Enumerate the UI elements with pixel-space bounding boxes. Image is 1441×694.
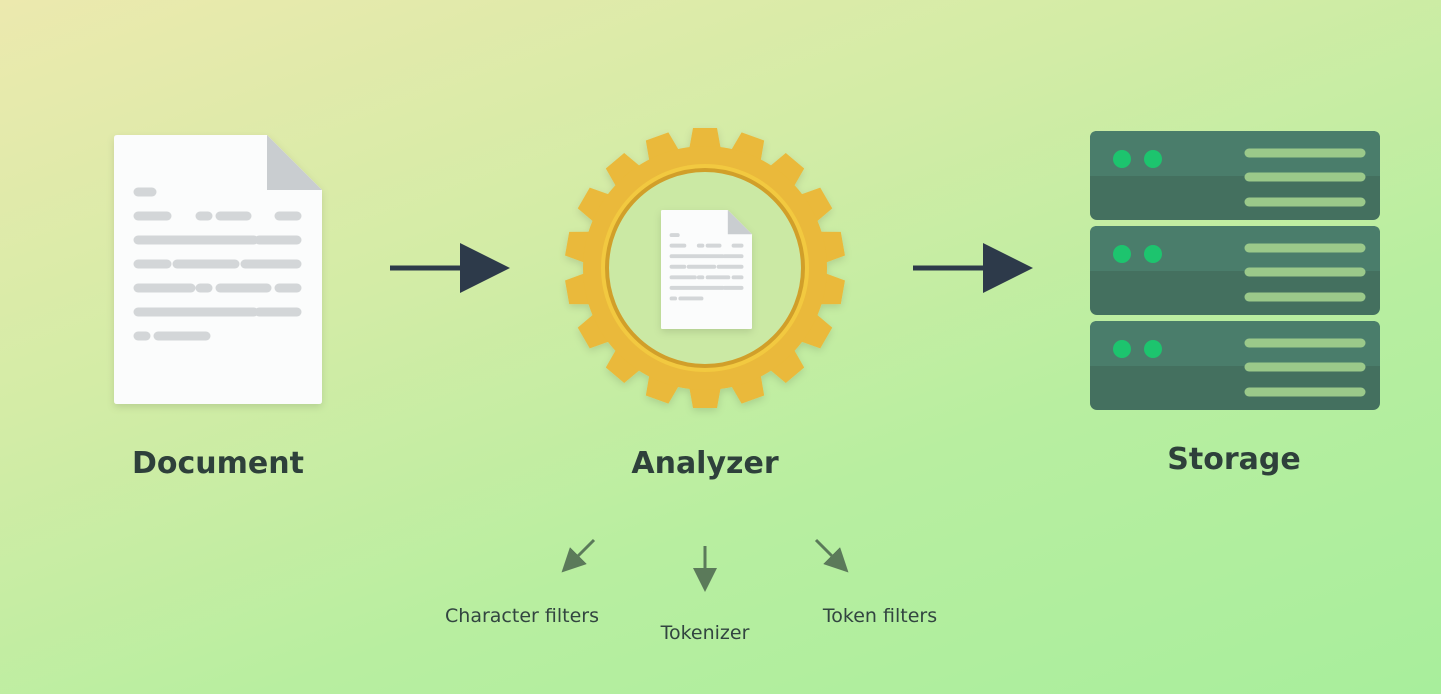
status-led-icon <box>1113 340 1131 358</box>
tokenizer-label: Tokenizer <box>660 622 750 644</box>
document-icon <box>114 135 322 404</box>
status-led-icon <box>1144 150 1162 168</box>
arrow-character-filters <box>561 538 596 573</box>
server-unit <box>1090 321 1380 410</box>
token-filters-label: Token filters <box>822 605 938 627</box>
status-led-icon <box>1144 245 1162 263</box>
status-led-icon <box>1113 245 1131 263</box>
storage-label: Storage <box>1167 442 1301 477</box>
analyzer-label: Analyzer <box>631 446 779 481</box>
server-unit <box>1090 226 1380 315</box>
character-filters-label: Character filters <box>445 605 599 627</box>
document-icon-small <box>661 210 752 329</box>
status-led-icon <box>1113 150 1131 168</box>
status-led-icon <box>1144 340 1162 358</box>
server-stack-icon <box>1090 131 1380 410</box>
document-label: Document <box>132 446 304 481</box>
server-unit <box>1090 131 1380 220</box>
arrow-token-filters <box>814 538 849 573</box>
